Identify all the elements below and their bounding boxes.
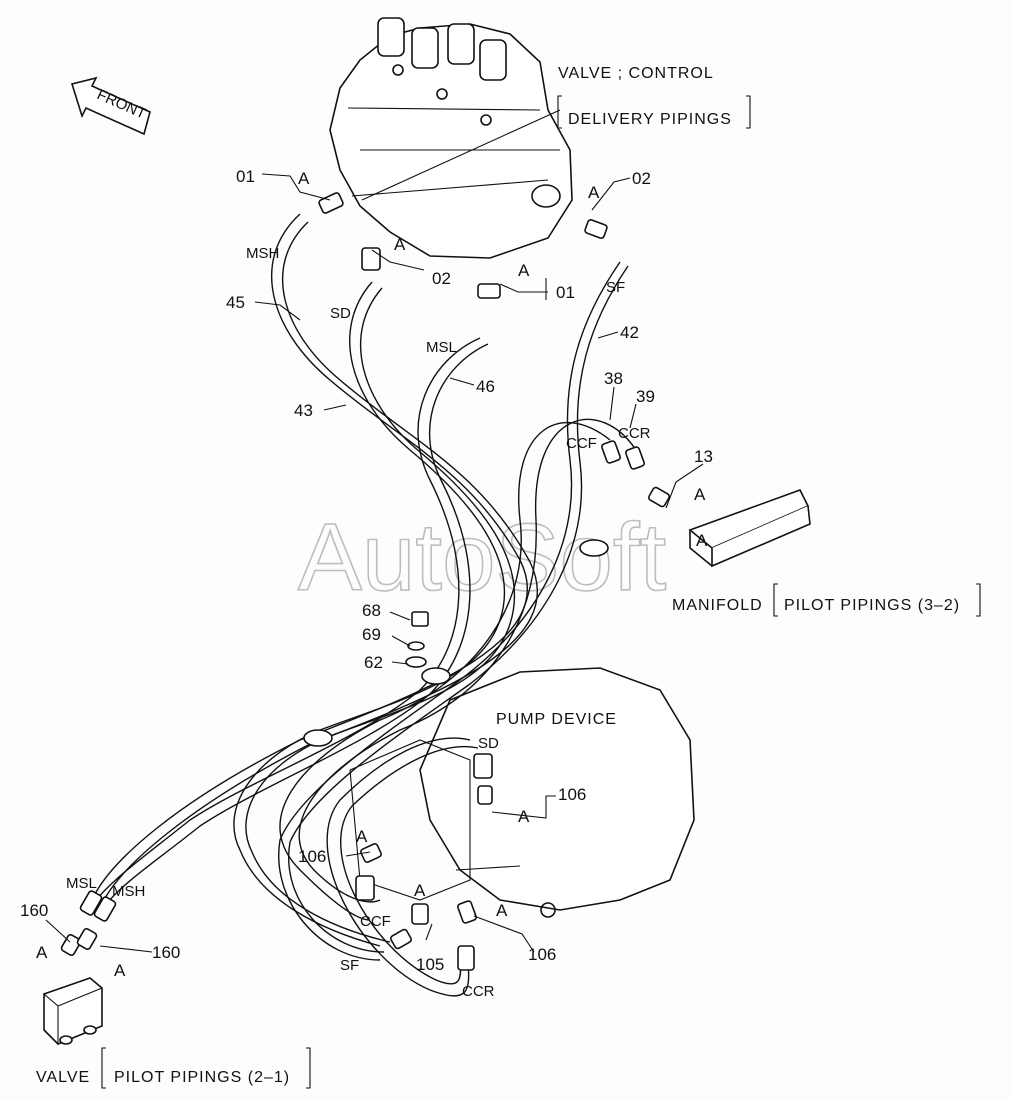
detail-mark-a-105: A (414, 881, 426, 900)
part-69: 69 (362, 625, 381, 644)
pilot-pipings-2-1-right-bracket (306, 1047, 311, 1089)
part-39: 39 (636, 387, 655, 406)
delivery-pipings-title: DELIVERY PIPINGS (568, 111, 732, 128)
delivery-pipings-right-bracket (746, 95, 751, 129)
pilot-pipings-2-1-left-bracket (101, 1047, 106, 1089)
watermark-text: AutoSoft (298, 504, 666, 611)
control-valve-body (329, 17, 573, 259)
part-160-right: 160 (152, 943, 180, 962)
part-43: 43 (294, 401, 313, 420)
leader-lines (45, 109, 704, 953)
hose-code-ccr-top: CCR (618, 425, 651, 442)
part-45: 45 (226, 293, 245, 312)
detail-mark-a-106-top: A (518, 807, 530, 826)
pump-device-title: PUMP DEVICE (496, 711, 617, 728)
hose-code-ccf-pump: CCF (360, 913, 391, 930)
detail-mark-a-01-left: A (298, 169, 310, 188)
detail-mark-a-106-left: A (356, 827, 368, 846)
fittings (60, 192, 670, 971)
pilot-pipings-2-1-title: PILOT PIPINGS (2–1) (114, 1069, 290, 1086)
manifold-left-bracket (773, 583, 778, 617)
hose-clamps (303, 539, 609, 747)
hose-code-msh-valve: MSH (112, 883, 145, 900)
part-106-top: 106 (558, 785, 586, 804)
part-01-mid: 01 (556, 283, 575, 302)
part-62: 62 (364, 653, 383, 672)
hose-code-sf-pump: SF (340, 957, 359, 974)
detail-mark-a-02-right: A (588, 183, 600, 202)
part-42: 42 (620, 323, 639, 342)
pump-device-body (349, 667, 695, 918)
valve-control-title: VALVE ; CONTROL (558, 65, 714, 82)
part-46: 46 (476, 377, 495, 396)
hose-code-msl-top: MSL (426, 339, 457, 356)
manifold-block (688, 489, 811, 568)
part-02-right: 02 (632, 169, 651, 188)
hose-code-sd-pump: SD (478, 735, 499, 752)
detail-mark-a-02-mid: A (394, 235, 406, 254)
hose-code-ccr-pump: CCR (462, 983, 495, 1000)
valve-title: VALVE (36, 1069, 90, 1086)
part-02-mid: 02 (432, 269, 451, 288)
part-38: 38 (604, 369, 623, 388)
detail-mark-a-01-mid: A (518, 261, 530, 280)
part-68: 68 (362, 601, 381, 620)
hose-code-msl-valve: MSL (66, 875, 97, 892)
part-106-bottom: 106 (528, 945, 556, 964)
delivery-pipings-left-bracket (557, 95, 562, 129)
part-160-left: 160 (20, 901, 48, 920)
pilot-valve-block (43, 977, 103, 1045)
detail-mark-a-160-left: A (36, 943, 48, 962)
hose-code-sd-top: SD (330, 305, 351, 322)
hose-code-sf-top: SF (606, 279, 625, 296)
hose-code-msh-top: MSH (246, 245, 279, 262)
part-106-left: 106 (298, 847, 326, 866)
manifold-right-bracket (976, 583, 981, 617)
part-105: 105 (416, 955, 444, 974)
part-13: 13 (694, 447, 713, 466)
detail-mark-a-manifold: A (696, 531, 708, 550)
hose-code-ccf-top: CCF (566, 435, 597, 452)
manifold-title: MANIFOLD (672, 597, 763, 614)
detail-mark-a-160-right: A (114, 961, 126, 980)
front-arrow-icon (70, 76, 151, 136)
pilot-pipings-3-2-title: PILOT PIPINGS (3–2) (784, 597, 960, 614)
part-01-left: 01 (236, 167, 255, 186)
detail-mark-a-13: A (694, 485, 706, 504)
detail-mark-a-106-bottom: A (496, 901, 508, 920)
